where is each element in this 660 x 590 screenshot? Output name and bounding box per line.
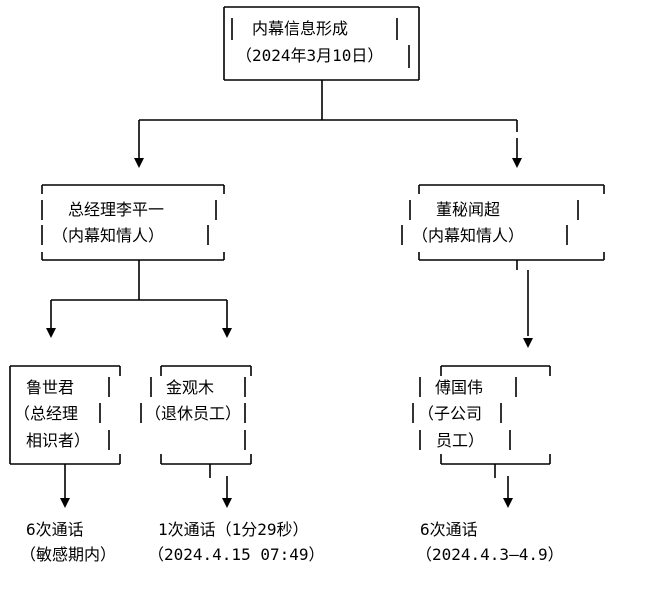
fu-guowei-name: 傅国伟	[435, 378, 484, 397]
lu-shijun-node-frame	[9, 365, 121, 465]
fu-guowei-call-period: （2024.4.3—4.9）	[416, 545, 564, 564]
lu-shijun-role-line1: （总经理	[14, 404, 79, 423]
jin-guanmu-outcome-connector	[209, 464, 228, 498]
jin-guanmu-node-frame	[140, 365, 252, 465]
li-ping-branch-connector	[50, 260, 228, 328]
li-ping-name: 总经理李平一	[68, 200, 165, 219]
fu-guowei-role-line1: （子公司	[418, 404, 483, 423]
root-branch-connector	[138, 80, 518, 158]
wen-chao-name: 董秘闻超	[436, 200, 501, 219]
arrow-to-lu-shijun	[46, 328, 56, 338]
arrow-to-fu-guowei-outcome	[503, 498, 513, 508]
wen-chao-role: （内幕知情人）	[412, 226, 525, 245]
arrow-to-li-ping	[134, 158, 144, 168]
li-ping-node-frame	[41, 184, 225, 261]
arrow-to-jin-guanmu-outcome	[222, 498, 232, 508]
arrow-to-jin-guanmu	[222, 328, 232, 338]
lu-shijun-name: 鲁世君	[26, 378, 75, 397]
arrow-to-fu-guowei	[523, 338, 533, 348]
fu-guowei-role-line2: 员工）	[436, 431, 485, 450]
wen-chao-branch-connector	[516, 260, 529, 336]
root-node-title: 内幕信息形成	[252, 19, 349, 38]
li-ping-role: （内幕知情人）	[52, 226, 165, 245]
jin-guanmu-call-count: 1次通话（1分29秒）	[158, 520, 309, 539]
lu-shijun-role-line2: 相识者）	[26, 431, 91, 450]
root-node-date: （2024年3月10日）	[236, 46, 384, 65]
lu-shijun-call-count: 6次通话	[26, 520, 84, 539]
arrow-to-wen-chao	[512, 158, 522, 168]
wen-chao-node-frame	[401, 184, 605, 261]
fu-guowei-outcome-connector	[494, 464, 509, 498]
arrow-to-lu-shijun-outcome	[60, 498, 70, 508]
lu-shijun-call-period: （敏感期内）	[20, 545, 117, 564]
jin-guanmu-name: 金观木	[166, 378, 215, 397]
jin-guanmu-call-time: （2024.4.15 07:49）	[148, 545, 325, 564]
jin-guanmu-role: （退休员工）	[145, 404, 242, 423]
root-node-frame	[223, 6, 420, 81]
fu-guowei-call-count: 6次通话	[420, 520, 478, 539]
